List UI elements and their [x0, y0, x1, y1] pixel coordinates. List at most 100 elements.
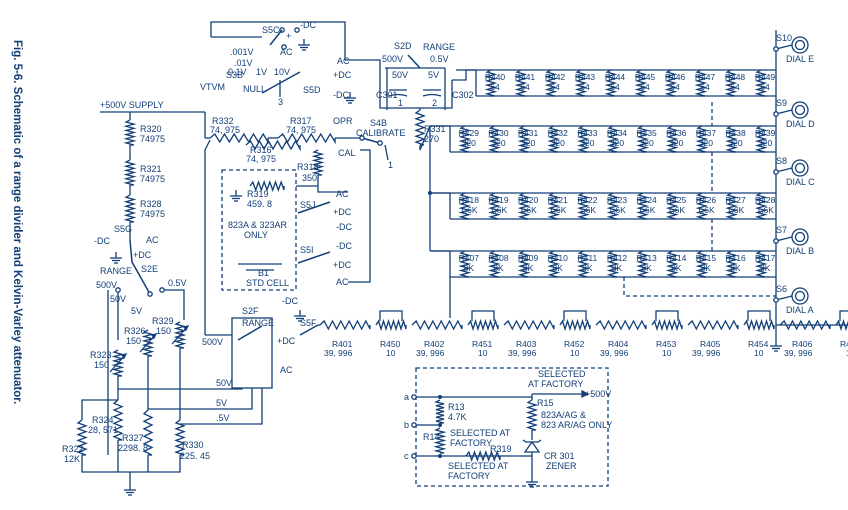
kv-resistor-r435 [636, 125, 650, 153]
chain-resistor-ref: R406 [792, 339, 813, 349]
kv-resistor-value: 1.6K [756, 205, 774, 215]
ground-s5g [110, 252, 122, 264]
kv-resistor-value: 64 [580, 82, 590, 92]
zener-label: CR 301 [544, 451, 575, 461]
ac-label: AC [280, 365, 293, 375]
kv-resistor-value: 320 [551, 138, 565, 148]
ground-r319 [230, 190, 242, 202]
dial-label: DIAL D [786, 119, 815, 129]
kv-resistor-value: 64 [550, 82, 560, 92]
chain-resistor-ref: R455 [840, 339, 848, 349]
dial-label: DIAL A [786, 305, 814, 315]
kv-resistor-ref: R419 [488, 195, 509, 205]
chain-resistor-r453 [651, 318, 683, 332]
kv-resistor-value: 8K [553, 263, 564, 273]
capacitor-plate [388, 93, 408, 97]
resistor-r318 [311, 149, 325, 176]
chain-resistor-ref: R404 [608, 339, 629, 349]
kv-resistor-ref: R431 [518, 128, 539, 138]
resistor-r13 [434, 399, 445, 424]
node-label: 3 [278, 97, 283, 107]
kv-resistor-ref: R413 [636, 253, 657, 263]
wire [162, 289, 185, 320]
trim-pot-element [141, 329, 155, 357]
chain-tap-wire [655, 310, 679, 321]
resistor-r317 [277, 132, 336, 145]
kv-resistor-value: 64 [700, 82, 710, 92]
kv-resistor-value: 320 [580, 138, 594, 148]
kv-resistor-r439 [754, 125, 768, 153]
chain-resistor-value: 10 [478, 348, 488, 358]
capacitor-c301 [388, 89, 408, 97]
switch-contact [147, 291, 153, 297]
opr-label: OPR [333, 116, 353, 126]
terminal-inner [794, 290, 806, 302]
kv-resistor-ref: R427 [725, 195, 746, 205]
terminal-outer [791, 159, 809, 177]
junction-dot [438, 395, 442, 399]
kv-resistor-ref: R442 [545, 72, 566, 82]
resistor-value: 225. 45 [180, 451, 210, 461]
kv-resistor-ref: R444 [605, 72, 626, 82]
capacitor-c302 [422, 89, 442, 97]
dc-minus-label: -DC [333, 90, 349, 100]
dial-dial-d-terminal [791, 101, 809, 119]
range-label: .01V [234, 58, 253, 68]
resistor-r331 [414, 109, 426, 146]
switch-blade [299, 324, 319, 336]
switch-label: S5G [114, 224, 132, 234]
chain-resistor-value: 10 [662, 348, 672, 358]
kv-resistor-ref: R426 [696, 195, 717, 205]
kv-resistor-ref: R410 [548, 253, 569, 263]
kv-resistor-r412 [606, 250, 620, 278]
switch-blade [261, 71, 301, 94]
kv-resistor-value: 8K [760, 263, 771, 273]
capacitor-label: C301 [376, 90, 398, 100]
kv-resistor-ref: R411 [578, 253, 598, 263]
kv-resistor-value: 320 [640, 138, 654, 148]
chain-resistor-r454 [743, 318, 775, 332]
dc-minus-label: -DC [336, 222, 352, 232]
dial-switch-label: S9 [776, 98, 787, 108]
resistor-r14 [433, 427, 447, 454]
voltage-label: 500V [382, 54, 403, 64]
kv-resistor-value: 8K [523, 263, 534, 273]
switch-contact [377, 140, 383, 146]
kv-resistor-value: 1.6K [727, 205, 745, 215]
ground-divider [124, 484, 136, 496]
node-label: 1 [388, 160, 393, 170]
plus-label: + [286, 31, 291, 41]
kv-resistor-r431 [517, 125, 531, 153]
switch-blade [131, 261, 151, 295]
inset-note: SELECTED [538, 369, 586, 379]
kv-resistor-value: 320 [521, 138, 535, 148]
kv-resistor-value: 8K [730, 263, 741, 273]
resistor-value: 28, 571 [88, 425, 118, 435]
kv-resistor-r410 [547, 250, 561, 278]
junction-dot [438, 423, 442, 427]
range-label: RANGE [423, 42, 455, 52]
tap-terminal [411, 394, 417, 400]
kv-resistor-ref: R430 [488, 128, 509, 138]
kv-resistor-ref: R421 [548, 195, 569, 205]
cal-label: CAL [338, 148, 356, 158]
trim-pot-arrowhead [150, 333, 158, 340]
terminal-outer [791, 101, 809, 119]
chain-resistor-r401 [319, 319, 371, 331]
dc-minus-label: -DC [300, 20, 316, 30]
kv-resistor-value: 1.6K [579, 205, 597, 215]
resistor-r320 [123, 119, 137, 146]
chain-resistor-value: 10 [754, 348, 764, 358]
tap-terminal [411, 453, 417, 459]
kv-resistor-ref: R440 [485, 72, 506, 82]
switch-contact [294, 27, 300, 33]
switch-blade [297, 251, 331, 264]
ac-label: AC [336, 189, 349, 199]
switch-contact [359, 135, 365, 141]
switch-label: S4B [370, 118, 387, 128]
dial-label: DIAL E [786, 54, 814, 64]
inset-note: FACTORY [448, 471, 490, 481]
dc-plus-label: +DC [277, 336, 296, 346]
chain-resistor-r404 [595, 319, 647, 331]
chain-resistor-r402 [411, 319, 463, 331]
